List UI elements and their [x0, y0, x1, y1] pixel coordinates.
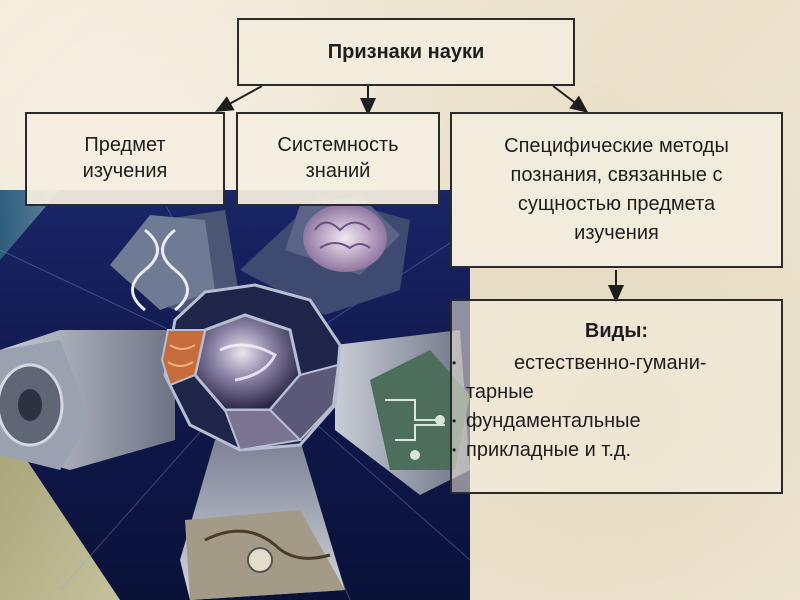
subject-line: Предмет — [84, 134, 166, 156]
types-item-text: естественно-гумани- — [514, 352, 707, 374]
title-text: Признаки науки — [327, 41, 485, 63]
bullet-icon: • — [452, 443, 457, 458]
brain-icon — [303, 204, 387, 272]
brain-folds — [314, 221, 371, 250]
compass-icon — [247, 547, 273, 573]
types-item-text: тарные — [466, 381, 534, 403]
types-item-text: фундаментальные — [466, 410, 641, 432]
bullet-icon: • — [452, 414, 457, 429]
types-list-item: • фундаментальные — [452, 407, 800, 436]
central-polyhedron — [160, 283, 342, 452]
bullet-icon: • — [452, 356, 457, 371]
subject-box: Предмет изучения — [25, 112, 225, 206]
types-heading: Виды: — [584, 320, 649, 342]
subject-line: изучения — [82, 160, 168, 182]
types-list-item: • естественно-гумани- — [452, 349, 800, 378]
methods-line: Специфические методы — [504, 135, 729, 157]
circuit-lines — [385, 399, 445, 460]
gear-hub — [18, 389, 42, 421]
types-list-item: • прикладные и т.д. — [452, 436, 800, 465]
methods-line: познания, связанные с — [510, 164, 723, 186]
map-lines — [204, 529, 331, 560]
methods-box: Специфические методы познания, связанные… — [450, 112, 783, 268]
types-list-item: тарные — [452, 378, 800, 407]
arrow-to-methods — [552, 85, 589, 113]
dna-pentagon — [110, 215, 215, 310]
system-line: Системность — [277, 134, 399, 156]
khaki-corner — [0, 420, 120, 600]
arrow-to-subject — [214, 85, 263, 112]
types-item-text: прикладные и т.д. — [466, 439, 632, 461]
types-box: Виды: • естественно-гумани- тарные • фунда… — [450, 299, 783, 494]
methods-line: изучения — [574, 222, 659, 244]
system-line: знаний — [305, 160, 371, 182]
title-box: Признаки науки — [237, 18, 575, 86]
methods-line: сущностью предмета — [517, 193, 716, 215]
system-box: Системность знаний — [236, 112, 440, 206]
teal-corner — [0, 190, 60, 260]
dna-icon — [131, 228, 189, 312]
